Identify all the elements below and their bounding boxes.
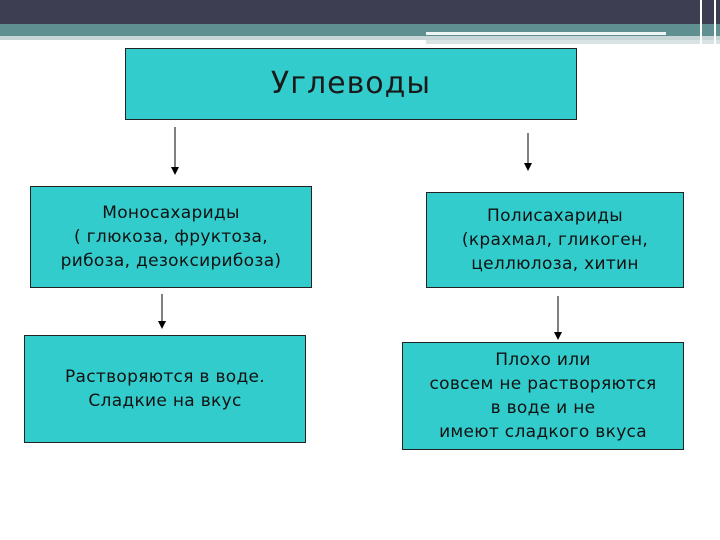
node-polysaccharides: Полисахариды (крахмал, гликоген, целлюло…	[426, 192, 684, 288]
header-vertical-line	[714, 0, 716, 48]
root-node-carbohydrates: Углеводы	[125, 48, 577, 120]
header-band-light-accent	[426, 40, 720, 44]
node-monosaccharides-properties: Растворяются в воде. Сладкие на вкус	[24, 335, 306, 443]
header-vertical-line	[700, 0, 702, 48]
header-band-light	[0, 36, 720, 40]
header-band-white-stripe	[426, 32, 666, 35]
header-band-dark	[0, 0, 720, 24]
node-polysaccharides-properties: Плохо или совсем не растворяются в воде …	[402, 342, 684, 450]
node-monosaccharides: Моносахариды ( глюкоза, фруктоза, рибоза…	[30, 186, 312, 288]
